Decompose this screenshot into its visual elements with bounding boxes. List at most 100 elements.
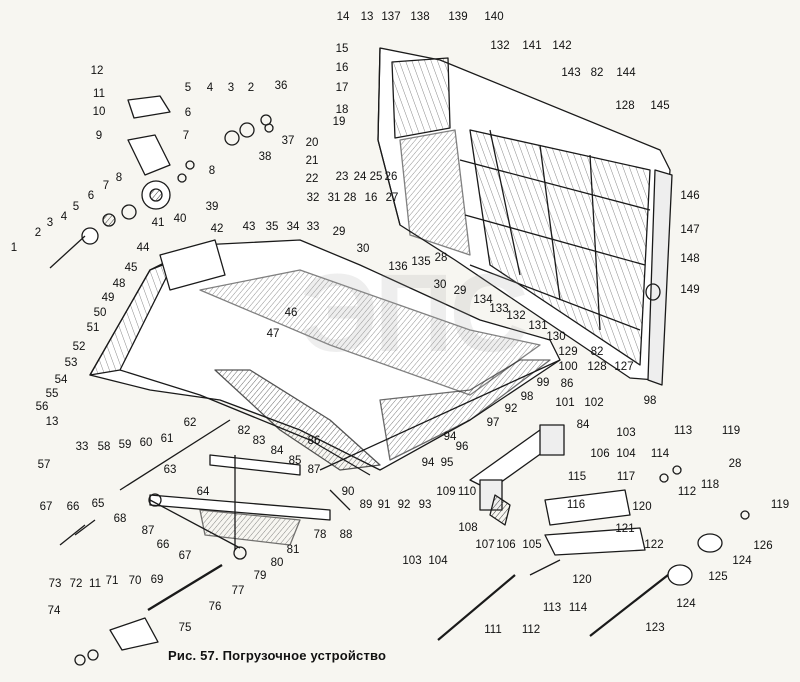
callout-label: 41 bbox=[151, 217, 165, 229]
callout-label: 129 bbox=[558, 346, 578, 358]
callout-label: 87 bbox=[141, 525, 155, 537]
callout-label: 65 bbox=[91, 498, 105, 510]
callout-label: 29 bbox=[332, 226, 346, 238]
callout-label: 27 bbox=[385, 192, 399, 204]
callout-label: 4 bbox=[60, 211, 68, 223]
callout-label: 132 bbox=[490, 40, 510, 52]
callout-label: 7 bbox=[182, 130, 190, 142]
callout-label: 118 bbox=[700, 479, 720, 491]
callout-label: 108 bbox=[458, 522, 478, 534]
callout-label: 103 bbox=[402, 555, 422, 567]
callout-label: 15 bbox=[335, 43, 349, 55]
callout-label: 146 bbox=[680, 190, 700, 202]
callout-label: 62 bbox=[183, 417, 197, 429]
callout-label: 28 bbox=[728, 458, 742, 470]
callout-label: 94 bbox=[421, 457, 435, 469]
callout-label: 1 bbox=[10, 242, 18, 254]
callout-label: 106 bbox=[496, 539, 516, 551]
callout-label: 96 bbox=[455, 441, 469, 453]
callout-label: 2 bbox=[247, 82, 255, 94]
callout-label: 148 bbox=[680, 253, 700, 265]
callout-label: 14 bbox=[336, 11, 350, 23]
callout-label: 100 bbox=[558, 361, 578, 373]
figure-caption: Рис. 57. Погрузочное устройство bbox=[168, 648, 387, 663]
callout-label: 35 bbox=[265, 221, 279, 233]
callout-label: 12 bbox=[90, 65, 104, 77]
callout-label: 70 bbox=[128, 575, 142, 587]
callout-label: 97 bbox=[486, 417, 500, 429]
callout-label: 59 bbox=[118, 439, 132, 451]
callout-label: 34 bbox=[286, 221, 300, 233]
callout-label: 11 bbox=[89, 578, 101, 590]
callout-label: 32 bbox=[306, 192, 320, 204]
callout-label: 13 bbox=[360, 11, 374, 23]
callout-label: 82 bbox=[590, 346, 604, 358]
callout-label: 77 bbox=[231, 585, 245, 597]
callout-label: 98 bbox=[643, 395, 657, 407]
callout-label: 86 bbox=[307, 435, 321, 447]
callout-label: 83 bbox=[252, 435, 266, 447]
callout-label: 149 bbox=[680, 284, 700, 296]
callout-label: 95 bbox=[440, 457, 454, 469]
callout-label: 5 bbox=[184, 82, 192, 94]
callout-label: 119 bbox=[721, 425, 741, 437]
callout-label: 124 bbox=[676, 598, 696, 610]
callout-label: 84 bbox=[576, 419, 590, 431]
callout-label: 5 bbox=[72, 201, 80, 213]
callout-label: 142 bbox=[552, 40, 572, 52]
callout-label: 38 bbox=[258, 151, 272, 163]
callout-label: 36 bbox=[274, 80, 288, 92]
callout-label: 50 bbox=[93, 307, 107, 319]
callout-label: 76 bbox=[208, 601, 222, 613]
callout-label: 111 bbox=[484, 624, 502, 636]
callout-label: 115 bbox=[567, 471, 587, 483]
callout-label: 121 bbox=[615, 523, 635, 535]
callout-label: 21 bbox=[305, 155, 319, 167]
callout-label: 99 bbox=[536, 377, 550, 389]
callout-label: 147 bbox=[680, 224, 700, 236]
callout-label: 48 bbox=[112, 278, 126, 290]
callout-label: 44 bbox=[136, 242, 150, 254]
callout-label: 134 bbox=[473, 294, 493, 306]
callout-label: 94 bbox=[443, 431, 457, 443]
callout-label: 73 bbox=[48, 578, 62, 590]
callout-label: 130 bbox=[546, 331, 566, 343]
callout-label: 92 bbox=[504, 403, 518, 415]
callout-label: 82 bbox=[590, 67, 604, 79]
callout-label: 133 bbox=[489, 303, 509, 315]
rods-and-bolts bbox=[59, 465, 750, 666]
callout-label: 13 bbox=[45, 416, 59, 428]
callout-label: 107 bbox=[475, 539, 495, 551]
callout-label: 47 bbox=[266, 328, 280, 340]
callout-label: 140 bbox=[484, 11, 504, 23]
callout-label: 24 bbox=[353, 171, 367, 183]
callout-label: 9 bbox=[95, 130, 103, 142]
callout-label: 90 bbox=[341, 486, 355, 498]
callout-label: 16 bbox=[335, 62, 349, 74]
callout-label: 104 bbox=[616, 448, 636, 460]
callout-label: 49 bbox=[101, 292, 115, 304]
callout-label: 69 bbox=[150, 574, 164, 586]
callout-label: 141 bbox=[522, 40, 542, 52]
callout-label: 126 bbox=[753, 540, 773, 552]
rear-wall-panel bbox=[377, 47, 673, 386]
callout-label: 82 bbox=[237, 425, 251, 437]
callout-label: 109 bbox=[436, 486, 456, 498]
callout-label: 39 bbox=[205, 201, 219, 213]
callout-label: 79 bbox=[253, 570, 267, 582]
callout-label: 101 bbox=[555, 397, 575, 409]
callout-label: 68 bbox=[113, 513, 127, 525]
callout-label: 33 bbox=[306, 221, 320, 233]
callout-label: 136 bbox=[388, 261, 408, 273]
callout-label: 128 bbox=[615, 100, 635, 112]
callout-label: 64 bbox=[196, 486, 210, 498]
callout-label: 8 bbox=[208, 165, 216, 177]
callout-label: 28 bbox=[343, 192, 357, 204]
callout-label: 135 bbox=[411, 256, 431, 268]
callout-label: 6 bbox=[87, 190, 95, 202]
callout-label: 57 bbox=[37, 459, 51, 471]
callout-label: 86 bbox=[560, 378, 574, 390]
callout-label: 60 bbox=[139, 437, 153, 449]
callout-label: 43 bbox=[242, 221, 256, 233]
